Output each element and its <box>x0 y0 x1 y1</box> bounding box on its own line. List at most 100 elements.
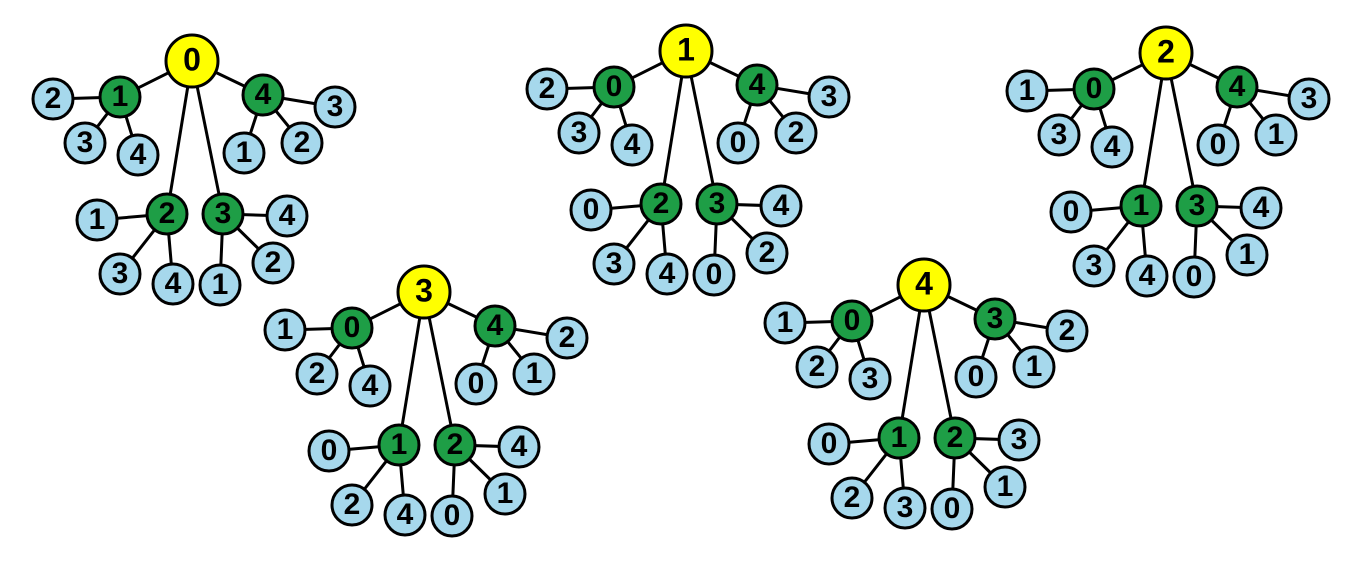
leaf-node-label: 1 <box>212 268 229 301</box>
leaf-node: 3 <box>63 121 107 165</box>
leaf-node-circle <box>383 493 427 537</box>
child-node: 2 <box>639 182 683 226</box>
child-node-label: 2 <box>159 197 176 230</box>
leaf-node-circle <box>1072 244 1116 288</box>
child-node-circle <box>241 73 285 117</box>
root-node: 3 <box>396 264 452 320</box>
child-node-circle <box>735 63 779 107</box>
leaf-node: 1 <box>198 263 242 307</box>
child-node: 1 <box>98 75 142 119</box>
leaf-node-label: 2 <box>539 72 556 105</box>
child-node-label: 0 <box>1086 72 1103 105</box>
leaf-node-label: 2 <box>344 488 361 521</box>
leaf-node-circle <box>1172 255 1216 299</box>
leaf-node-label: 0 <box>1063 195 1080 228</box>
leaf-node: 3 <box>883 486 927 530</box>
child-node-circle <box>377 423 421 467</box>
leaf-node-circle <box>483 472 527 516</box>
child-node: 0 <box>1072 67 1116 111</box>
leaf-node: 3 <box>1287 77 1331 121</box>
leaf-node-circle <box>116 133 160 177</box>
leaf-node: 2 <box>774 111 818 155</box>
leaf-node: 0 <box>716 121 760 165</box>
leaf-node: 0 <box>1049 190 1093 234</box>
leaf-node-label: 1 <box>89 203 106 236</box>
leaf-node: 4 <box>116 133 160 177</box>
root-node-circle <box>164 33 220 89</box>
leaf-node: 3 <box>997 418 1041 462</box>
leaf-node-circle <box>1049 190 1093 234</box>
leaf-node-label: 0 <box>706 258 723 291</box>
leaf-node-circle <box>759 184 803 228</box>
leaf-node: 0 <box>1172 255 1216 299</box>
child-node: 0 <box>830 299 874 343</box>
leaf-node: 3 <box>98 252 142 296</box>
root-node: 4 <box>896 257 952 313</box>
leaf-node: 3 <box>1037 113 1081 157</box>
child-node-circle <box>1119 184 1163 228</box>
leaf-node: 4 <box>383 493 427 537</box>
leaf-node-label: 1 <box>497 477 514 510</box>
leaf-node-label: 2 <box>809 350 826 383</box>
leaf-node-circle <box>1196 123 1240 167</box>
leaf-node-label: 0 <box>730 126 747 159</box>
child-node-circle <box>933 416 977 460</box>
leaf-node-circle <box>98 252 142 296</box>
leaf-node: 4 <box>497 425 541 469</box>
child-node-circle <box>473 304 517 348</box>
leaf-node-label: 3 <box>1051 118 1068 151</box>
child-node: 2 <box>433 423 477 467</box>
leaf-node-circle <box>1287 77 1331 121</box>
leaf-node: 1 <box>1012 345 1056 389</box>
leaf-node-circle <box>592 242 636 286</box>
root-node-circle <box>396 264 452 320</box>
leaf-node-label: 0 <box>968 360 985 393</box>
child-node-circle <box>1072 67 1116 111</box>
leaf-node-circle <box>795 345 839 389</box>
root-node-label: 1 <box>677 31 695 67</box>
root-node: 2 <box>1138 25 1194 81</box>
leaf-node-circle <box>512 352 556 396</box>
leaf-node: 2 <box>545 316 589 360</box>
root-node: 0 <box>164 33 220 89</box>
leaf-node-label: 4 <box>511 430 528 463</box>
leaf-node: 1 <box>75 198 119 242</box>
child-node-circle <box>830 299 874 343</box>
leaf-node-circle <box>1254 113 1298 157</box>
child-node-label: 1 <box>112 80 129 113</box>
leaf-node-circle <box>430 494 474 538</box>
leaf-node-circle <box>63 121 107 165</box>
leaf-node: 4 <box>759 184 803 228</box>
leaf-node-circle <box>1225 233 1269 277</box>
leaf-node-circle <box>1037 113 1081 157</box>
leaf-node: 1 <box>983 465 1027 509</box>
root-node-label: 2 <box>1157 33 1175 69</box>
leaf-node-label: 4 <box>279 199 296 232</box>
child-node: 2 <box>933 416 977 460</box>
leaf-node-label: 3 <box>77 126 94 159</box>
leaf-node: 0 <box>307 429 351 473</box>
child-node-circle <box>330 306 374 350</box>
leaf-node-circle <box>557 111 601 155</box>
leaf-node-circle <box>222 131 266 175</box>
leaf-node: 4 <box>151 262 195 306</box>
child-node: 3 <box>201 192 245 236</box>
leaf-node-label: 4 <box>1253 191 1270 224</box>
leaf-node-label: 0 <box>944 492 961 525</box>
leaf-node: 2 <box>280 121 324 165</box>
leaf-node-label: 3 <box>1301 82 1318 115</box>
child-node-label: 4 <box>487 309 504 342</box>
root-node: 1 <box>658 23 714 79</box>
leaf-node: 3 <box>557 111 601 155</box>
leaf-node: 4 <box>1090 125 1134 169</box>
child-node: 4 <box>735 63 779 107</box>
leaf-node-label: 4 <box>362 369 379 402</box>
leaf-node: 3 <box>807 75 851 119</box>
leaf-node-label: 3 <box>327 90 344 123</box>
child-node: 4 <box>1215 65 1259 109</box>
leaf-node-circle <box>1005 69 1049 113</box>
